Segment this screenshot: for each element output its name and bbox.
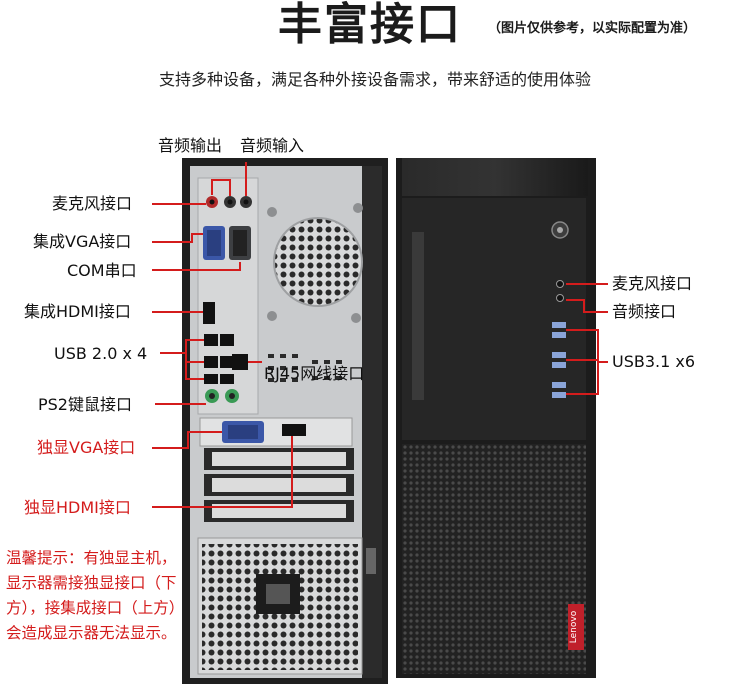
disclaimer-note: （图片仅供参考，以实际配置为准）: [488, 21, 697, 36]
rear-chassis: [182, 158, 388, 684]
header: 丰富接口 （图片仅供参考，以实际配置为准）: [0, 0, 750, 52]
label-rj45: RJ45网线接口: [264, 364, 365, 383]
page-title: 丰富接口: [278, 0, 462, 50]
page-subtitle: 支持多种设备，满足各种外接设备需求，带来舒适的使用体验: [158, 70, 591, 89]
label-usb20: USB 2.0 x 4: [54, 344, 148, 363]
label-integrated-hdmi: 集成HDMI接口: [24, 302, 131, 321]
label-com-port: COM串口: [67, 261, 137, 280]
lenovo-logo: Lenovo: [569, 610, 579, 643]
front-tower: Lenovo: [396, 158, 596, 678]
label-rear-mic: 麦克风接口: [52, 194, 133, 213]
label-dgpu-vga: 独显VGA接口: [37, 438, 136, 457]
callout-lines: [152, 162, 608, 508]
label-audio-out: 音频输出: [158, 136, 223, 155]
label-front-mic: 麦克风接口: [612, 274, 693, 293]
label-front-usb31: USB3.1 x6: [612, 352, 696, 371]
label-front-audio: 音频接口: [612, 302, 677, 321]
label-dgpu-hdmi: 独显HDMI接口: [24, 498, 131, 517]
label-ps2: PS2键鼠接口: [38, 395, 132, 414]
label-integrated-vga: 集成VGA接口: [33, 232, 132, 251]
display-notice: 温馨提示：有独显主机，显示器需接独显接口（下方），接集成接口（上方）会造成显示器…: [6, 549, 185, 642]
label-audio-in: 音频输入: [240, 136, 305, 155]
